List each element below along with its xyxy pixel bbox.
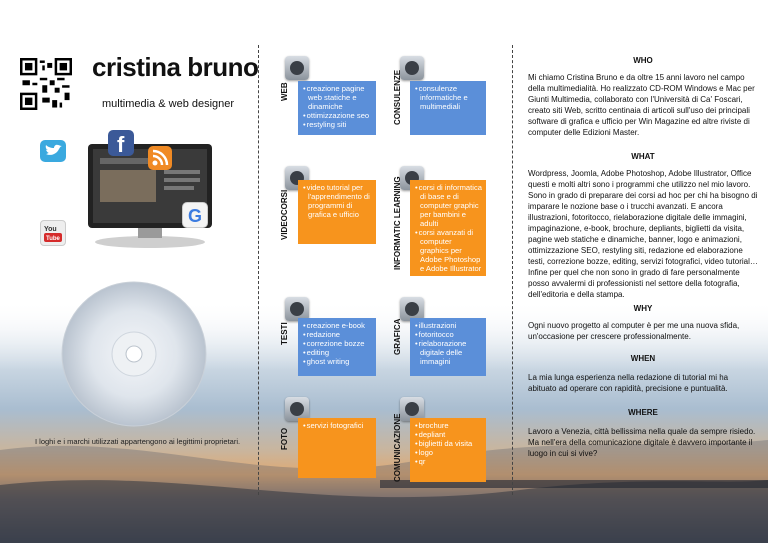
grafica-label: GRAFICA (393, 318, 402, 355)
consulenze-tile-icon (400, 56, 424, 80)
testi-card: creazione e-book redazione correzione bo… (298, 318, 376, 376)
svg-text:You: You (44, 226, 57, 233)
grafica-item: illustrazioni (414, 321, 482, 330)
what-heading: WHAT (631, 152, 655, 161)
grafica-tile-icon (400, 297, 424, 321)
testi-tile-icon (285, 297, 309, 321)
videocorsi-tile-icon (285, 166, 309, 190)
web-item: restyling siti (302, 120, 372, 129)
foto-card: servizi fotografici (298, 418, 376, 478)
informatic-item: corsi avanzati di computer graphics per … (414, 228, 482, 273)
web-label: WEB (280, 82, 289, 101)
testi-item: correzione bozze (302, 339, 372, 348)
comunicazione-item: qr (414, 457, 482, 466)
who-text: Mi chiamo Cristina Bruno e da oltre 15 a… (528, 73, 755, 137)
videocorsi-label: VIDEOCORSI (280, 189, 289, 240)
testi-label: TESTI (280, 322, 289, 345)
fold-line-left (258, 45, 259, 495)
google-icon: G (182, 202, 208, 228)
why-heading: WHY (633, 304, 653, 313)
foto-item: servizi fotografici (302, 421, 372, 430)
pen-icon (400, 397, 424, 421)
monitor-illustration (88, 144, 212, 248)
why-text: Ogni nuovo progetto al computer è per me… (528, 321, 740, 341)
who-heading: WHO (633, 56, 653, 65)
testi-item: ghost writing (302, 357, 372, 366)
web-item: ottimizzazione seo (302, 111, 372, 120)
comunicazione-card: brochure depliant biglietti da visita lo… (410, 418, 486, 482)
svg-text:G: G (188, 206, 202, 226)
consulenze-item: consulenze informatiche e multimediali (414, 84, 482, 111)
web-item: creazione pagine web statiche e dinamich… (302, 84, 372, 111)
page-title: cristina bruno (92, 52, 259, 82)
svg-text:f: f (117, 132, 125, 156)
background-wave (0, 440, 768, 543)
comunicazione-item: brochure (414, 421, 482, 430)
videocorsi-item: video tutorial per l'apprendimento di pr… (302, 183, 372, 219)
svg-text:Tube: Tube (46, 236, 61, 242)
facebook-icon: f (108, 130, 134, 157)
what-text: Wordpress, Joomla, Adobe Photoshop, Adob… (528, 169, 758, 299)
when-text: La mia lunga esperienza nella redazione … (528, 373, 729, 393)
cd-disc-illustration (61, 281, 207, 427)
testi-item: editing (302, 348, 372, 357)
page-subtitle: multimedia & web designer (102, 98, 235, 110)
testi-item: redazione (302, 330, 372, 339)
grafica-item: fotoritocco (414, 330, 482, 339)
grafica-card: illustrazioni fotoritocco rielaborazione… (410, 318, 486, 376)
disclaimer-text: I loghi e i marchi utilizzati appartengo… (35, 437, 241, 446)
informatic-item: corsi di informatica di base e di comput… (414, 183, 482, 228)
testi-item: creazione e-book (302, 321, 372, 330)
consulenze-label: CONSULENZE (393, 69, 402, 125)
twitter-icon (40, 140, 66, 162)
fold-line-right (512, 45, 513, 495)
foto-label: FOTO (280, 427, 289, 450)
qr-code-icon (20, 58, 72, 110)
where-heading: WHERE (628, 408, 658, 417)
when-heading: WHEN (630, 354, 656, 363)
web-card: creazione pagine web statiche e dinamich… (298, 81, 376, 135)
videocorsi-card: video tutorial per l'apprendimento di pr… (298, 180, 376, 244)
grafica-item: rielaborazione digitale delle immagini (414, 339, 482, 366)
rss-icon (148, 146, 172, 170)
consulenze-card: consulenze informatiche e multimediali (410, 81, 486, 135)
informatic-label: INFORMATIC LEARNING (393, 176, 402, 270)
comunicazione-item: biglietti da visita (414, 439, 482, 448)
comunicazione-item: logo (414, 448, 482, 457)
camera-icon (285, 397, 309, 421)
comunicazione-item: depliant (414, 430, 482, 439)
web-tile-icon (285, 56, 309, 80)
comunicazione-label: COMUNICAZIONE (393, 413, 402, 482)
where-text: Lavoro a Venezia, città bellissima nella… (528, 427, 756, 458)
informatic-card: corsi di informatica di base e di comput… (410, 180, 486, 276)
